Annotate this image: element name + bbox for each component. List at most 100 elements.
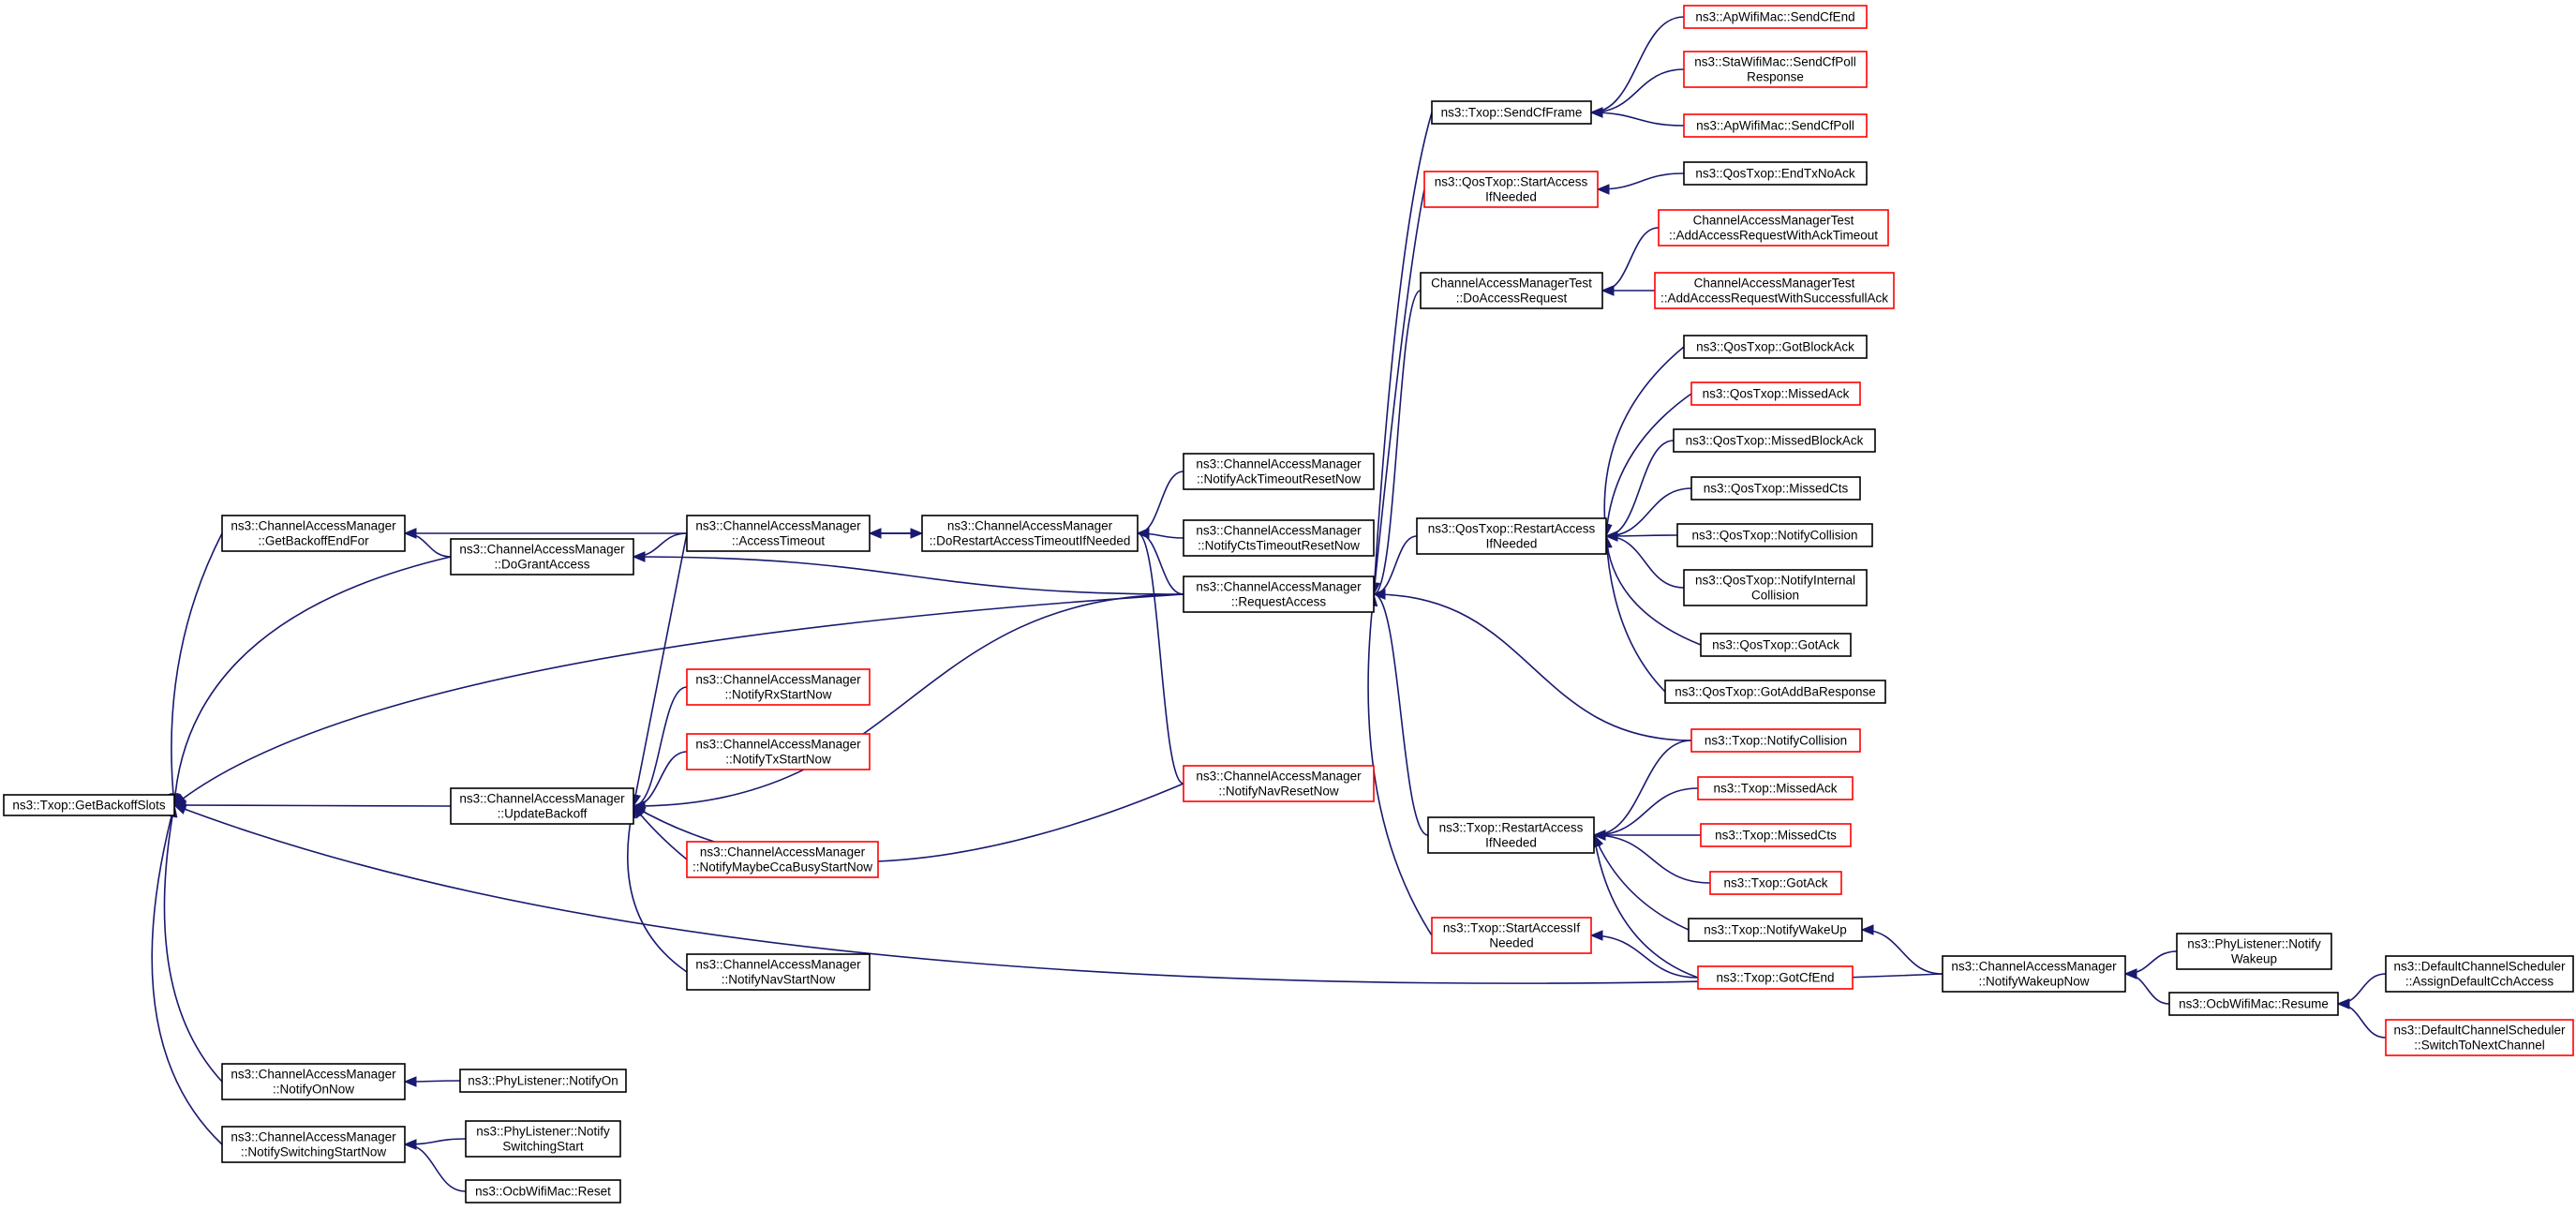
node-endtxnoack[interactable]: ns3::QosTxop::EndTxNoAck [1683,161,1868,186]
node-label: Needed [1489,936,1533,950]
arrowhead-icon [1372,589,1386,600]
node-phynotifywakeup[interactable]: ns3::PhyListener::NotifyWakeup [2176,933,2332,970]
node-box [686,953,871,991]
node-label: ns3::QosTxop::NotifyCollision [1691,529,1857,543]
edge-doaccessrequest-to-requestaccess [1373,290,1422,595]
node-label: ::NotifyOnNow [273,1083,354,1097]
node-switchtonext[interactable]: ns3::DefaultChannelScheduler::SwitchToNe… [2385,1019,2574,1056]
node-notifytxstart[interactable]: ns3::ChannelAccessManager::NotifyTxStart… [686,733,871,770]
edge-dograntaccess-to-root [173,556,452,806]
node-dorestart[interactable]: ns3::ChannelAccessManager::DoRestartAcce… [921,515,1139,552]
node-box [1690,476,1861,501]
node-label: ns3::ApWifiMac::SendCfPoll [1696,119,1854,133]
node-box [1427,816,1595,854]
edge-sendcfframe-to-requestaccess [1373,112,1433,595]
node-label: ::AssignDefaultCchAccess [2405,975,2554,989]
node-txopgotcfend[interactable]: ns3::Txop::GotCfEnd [1697,965,1854,990]
node-txopmissedack[interactable]: ns3::Txop::MissedAck [1697,776,1854,800]
node-notifyctstimeout[interactable]: ns3::ChannelAccessManager::NotifyCtsTime… [1183,519,1375,557]
node-gotaddba[interactable]: ns3::QosTxop::GotAddBaResponse [1664,680,1886,704]
node-box [2385,1019,2574,1056]
node-apsendcfend[interactable]: ns3::ApWifiMac::SendCfEnd [1683,5,1868,29]
node-txopgotack[interactable]: ns3::Txop::GotAck [1709,871,1842,895]
node-label: IfNeeded [1485,190,1537,204]
node-notifynavstart[interactable]: ns3::ChannelAccessManager::NotifyNavStar… [686,953,871,991]
node-label: ns3::Txop::NotifyCollision [1705,734,1847,748]
node-notifyswitching[interactable]: ns3::ChannelAccessManager::NotifySwitchi… [221,1126,406,1163]
arrowhead-icon [2123,968,2137,979]
node-label: ns3::Txop::MissedCts [1715,829,1837,843]
node-requestaccess[interactable]: ns3::ChannelAccessManager::RequestAccess [1183,576,1375,613]
edge-switchtonext-to-ocbresume [2337,1003,2387,1039]
edge-requestaccess-to-updatebackoff [633,593,1184,807]
node-box [1664,680,1886,704]
edge-notifyon-to-root [163,804,223,1083]
node-txopnotifywakeup[interactable]: ns3::Txop::NotifyWakeUp [1688,918,1863,942]
node-accesstimeout[interactable]: ns3::ChannelAccessManager::AccessTimeout [686,515,871,552]
node-label: Wakeup [2231,952,2277,966]
node-box [1183,453,1375,490]
node-gotblockack[interactable]: ns3::QosTxop::GotBlockAck [1683,335,1868,359]
node-txopnotifycollision[interactable]: ns3::Txop::NotifyCollision [1690,728,1861,753]
node-notifynavreset[interactable]: ns3::ChannelAccessManager::NotifyNavRese… [1183,765,1375,802]
arrowhead-icon [403,1139,417,1150]
node-label: ::NotifyNavResetNow [1218,785,1339,799]
node-box [1700,823,1852,847]
node-updatebackoff[interactable]: ns3::ChannelAccessManager::UpdateBackoff [450,787,634,825]
node-box [1942,955,2126,993]
edge-qosmissedack-to-qosrestart [1605,393,1692,537]
node-sendcfframe[interactable]: ns3::Txop::SendCfFrame [1431,100,1592,125]
arrowhead-icon [2336,998,2350,1009]
node-ocbreset[interactable]: ns3::OcbWifiMac::Reset [465,1179,621,1204]
arrowhead-icon [403,1076,417,1087]
node-label: ::NotifySwitchingStartNow [241,1145,387,1159]
node-qosmissedack[interactable]: ns3::QosTxop::MissedAck [1690,381,1861,406]
node-label: ns3::DefaultChannelScheduler [2393,960,2566,974]
node-dograntaccess[interactable]: ns3::ChannelAccessManager::DoGrantAccess [450,538,634,576]
node-phynotifyswitching[interactable]: ns3::PhyListener::NotifySwitchingStart [465,1120,621,1158]
node-label: ::AccessTimeout [732,534,826,548]
node-txopmissedcts[interactable]: ns3::Txop::MissedCts [1700,823,1852,847]
node-label: SwitchingStart [502,1140,584,1154]
node-notifywakeupnow[interactable]: ns3::ChannelAccessManager::NotifyWakeupN… [1942,955,2126,993]
node-label: ns3::Txop::GotCfEnd [1716,971,1834,985]
node-notifyon[interactable]: ns3::ChannelAccessManager::NotifyOnNow [221,1063,406,1100]
node-apsendcfpoll[interactable]: ns3::ApWifiMac::SendCfPoll [1683,113,1868,138]
node-box [1431,100,1592,125]
node-label: ::DoAccessRequest [1456,292,1568,306]
node-label: ChannelAccessManagerTest [1694,277,1855,291]
node-label: ::NotifyTxStartNow [725,753,831,767]
node-notifyacktimeout[interactable]: ns3::ChannelAccessManager::NotifyAckTime… [1183,453,1375,490]
node-label: ::NotifyAckTimeoutResetNow [1197,472,1361,486]
node-qosnotifycollision[interactable]: ns3::QosTxop::NotifyCollision [1676,523,1873,547]
node-box [450,787,634,825]
node-label: ns3::ChannelAccessManager [1196,524,1362,538]
node-label: ChannelAccessManagerTest [1693,214,1854,228]
node-label: ns3::Txop::RestartAccess [1439,821,1584,835]
node-addsuccess[interactable]: ChannelAccessManagerTest::AddAccessReque… [1654,272,1895,309]
node-label: ns3::PhyListener::NotifyOn [468,1074,618,1088]
node-root[interactable]: ns3::Txop::GetBackoffSlots [3,794,175,816]
node-missedblockack[interactable]: ns3::QosTxop::MissedBlockAck [1673,428,1876,453]
node-assigndefault[interactable]: ns3::DefaultChannelScheduler::AssignDefa… [2385,955,2574,993]
arrowhead-icon [1596,184,1610,195]
node-phynotifyon[interactable]: ns3::PhyListener::NotifyOn [459,1069,627,1093]
node-doaccessrequest[interactable]: ChannelAccessManagerTest::DoAccessReques… [1420,272,1603,309]
edge-updatebackoff-to-root [173,804,452,807]
node-getbackoffendfor[interactable]: ns3::ChannelAccessManager::GetBackoffEnd… [221,515,406,552]
node-ocbresume[interactable]: ns3::OcbWifiMac::Resume [2168,992,2339,1016]
node-notifymaybecca[interactable]: ns3::ChannelAccessManager::NotifyMaybeCc… [686,841,879,878]
node-qosmissedcts[interactable]: ns3::QosTxop::MissedCts [1690,476,1861,501]
node-qosgotack[interactable]: ns3::QosTxop::GotAck [1700,633,1852,657]
node-addackto[interactable]: ChannelAccessManagerTest::AddAccessReque… [1658,209,1889,247]
node-notifyrxstart[interactable]: ns3::ChannelAccessManager::NotifyRxStart… [686,668,871,706]
node-box [1183,765,1375,802]
node-box [1676,523,1873,547]
arrowhead-icon [1860,924,1874,935]
